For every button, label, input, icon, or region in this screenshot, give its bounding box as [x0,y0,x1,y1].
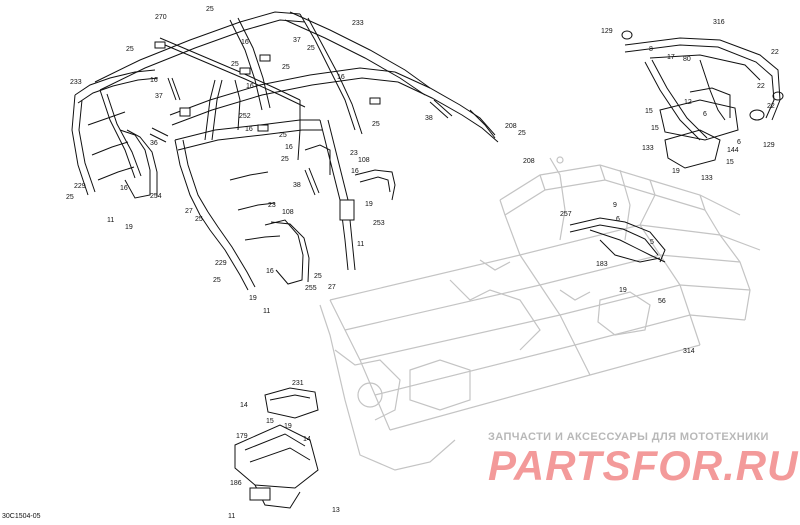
callout: 13 [332,507,340,514]
callout: 11 [357,241,364,248]
callout: 108 [358,157,370,164]
callout: 16 [241,39,249,46]
callout: 38 [425,115,433,122]
callout: 255 [305,285,317,292]
callout: 16 [246,83,254,90]
watermark-tagline: ЗАПЧАСТИ И АКСЕССУАРЫ ДЛЯ МОТОТЕХНИКИ [488,431,769,443]
callout: 25 [314,273,322,280]
callout: 252 [239,113,251,120]
callout: 80 [683,56,691,63]
callout: 133 [642,145,654,152]
callout: 254 [150,193,162,200]
callout: 15 [651,125,659,132]
callout: 16 [285,144,293,151]
callout: 22 [757,83,765,90]
callout: 183 [596,261,608,268]
callout: 37 [293,37,301,44]
callout: 16 [120,185,128,192]
callout: 9 [613,202,617,209]
callout: 253 [373,220,385,227]
callout: 233 [352,20,364,27]
callout: 25 [282,64,290,71]
callout: 270 [155,14,167,21]
callout: 37 [155,93,163,100]
callout: 25 [66,194,74,201]
callout: 56 [658,298,666,305]
callout: 25 [372,121,380,128]
callout: 16 [351,168,359,175]
callout: 16 [266,268,274,275]
callout: 133 [701,175,713,182]
callout: 257 [560,211,572,218]
callout: 11 [107,217,114,224]
callout: 19 [365,201,373,208]
callout: 231 [292,380,304,387]
callout: 12 [684,99,692,106]
callout: 6 [737,139,741,146]
callout: 25 [206,6,214,13]
callout: 5 [650,239,654,246]
callout: 25 [213,277,221,284]
callout-labels: 270 25 233 25 16 37 25 16 25 16 25 233 3… [66,6,779,520]
hitch-assembly [569,217,666,263]
callout: 27 [185,208,193,215]
callout: 19 [125,224,133,231]
callout: 8 [649,46,653,53]
callout: 229 [74,183,86,190]
watermark: ЗАПЧАСТИ И АКСЕССУАРЫ ДЛЯ МОТОТЕХНИКИ PA… [488,431,799,489]
roll-cage-assembly [71,11,499,291]
callout: 15 [266,418,274,425]
callout: 14 [303,436,311,443]
callout: 16 [245,126,253,133]
callout: 314 [683,348,695,355]
chassis-frame-ghost [319,156,761,471]
callout: 22 [767,103,775,110]
skid-mount-assembly [234,387,319,509]
callout: 19 [672,168,680,175]
callout: 23 [350,150,358,157]
callout: 15 [645,108,653,115]
callout: 129 [601,28,613,35]
callout: 6 [616,216,620,223]
callout: 25 [195,216,203,223]
callout: 25 [281,156,289,163]
callout: 16 [150,77,158,84]
callout: 38 [293,182,301,189]
callout: 6 [703,111,707,118]
roll-bar-assembly [621,30,784,169]
callout: 19 [619,287,627,294]
callout: 22 [771,49,779,56]
callout: 129 [763,142,775,149]
callout: 25 [307,45,315,52]
callout: 229 [215,260,227,267]
callout: 25 [231,61,239,68]
callout: 11 [263,308,270,315]
callout: 36 [150,140,158,147]
callout: 144 [727,147,739,154]
callout: 25 [126,46,134,53]
callout: 27 [328,284,336,291]
callout: 186 [230,480,242,487]
callout: 25 [518,130,526,137]
callout: 17 [667,54,675,61]
callout: 179 [236,433,248,440]
callout: 25 [279,132,287,139]
callout: 108 [282,209,294,216]
callout: 208 [505,123,517,130]
callout: 16 [337,74,345,81]
callout: 11 [228,513,235,520]
callout: 208 [523,158,535,165]
callout: 14 [240,402,248,409]
callout: 23 [268,202,276,209]
watermark-logo: PARTSFOR.RU [488,442,799,489]
callout: 19 [249,295,257,302]
document-id: 30C1504-05 [2,513,41,520]
callout: 19 [284,423,292,430]
callout: 233 [70,79,82,86]
callout: 15 [726,159,734,166]
callout: 316 [713,19,725,26]
